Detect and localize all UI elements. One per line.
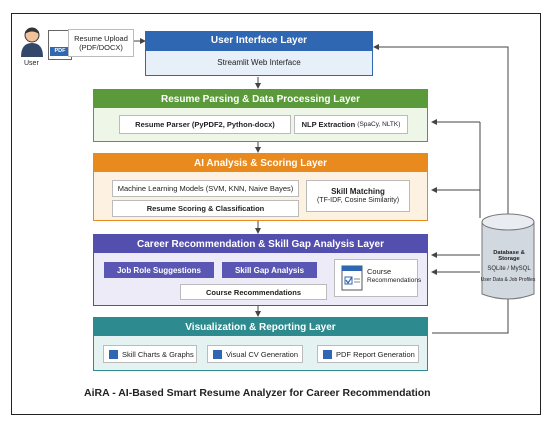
feedback-line (432, 46, 509, 334)
ui-layer-header: User Interface Layer (145, 31, 373, 50)
career-layer-header: Career Recommendation & Skill Gap Analys… (94, 235, 427, 253)
database-node: Database & Storage SQLite / MySQL User D… (480, 212, 536, 302)
skill-matching-box: Skill Matching (TF-IDF, Cosine Similarit… (306, 180, 410, 212)
user-avatar (20, 26, 44, 58)
viz-layer-header: Visualization & Reporting Layer (94, 318, 427, 336)
visual-cv-label: Visual CV Generation (226, 349, 298, 359)
course-recommendations-box: Course Recommendations (180, 284, 327, 300)
pdf-report-label: PDF Report Generation (336, 349, 415, 359)
chart-icon (109, 349, 118, 359)
database-sub2: User Data & Job Profiles (480, 277, 536, 283)
job-role-suggestions: Job Role Suggestions (104, 262, 214, 278)
skill-charts-label: Skill Charts & Graphs (122, 349, 194, 359)
pdf-report-box: PDF Report Generation (317, 345, 419, 363)
course-card: Course Recommendations (334, 259, 422, 297)
database-title: Database & Storage (493, 250, 525, 262)
play-icon (213, 349, 222, 359)
resume-parser-box: Resume Parser (PyPDF2, Python-docx) (119, 115, 291, 134)
ml-models-box: Machine Learning Models (SVM, KNN, Naive… (112, 180, 299, 197)
user-icon (21, 27, 43, 57)
course-card-sub: Recommendations (367, 277, 422, 284)
ui-layer-body: Streamlit Web Interface (145, 50, 373, 76)
report-icon (323, 349, 332, 359)
skill-charts-box: Skill Charts & Graphs (103, 345, 197, 363)
ai-layer: AI Analysis & Scoring Layer Machine Lear… (93, 153, 428, 221)
parsing-layer: Resume Parsing & Data Processing Layer R… (93, 89, 428, 142)
skill-gap-analysis: Skill Gap Analysis (222, 262, 317, 278)
visual-cv-box: Visual CV Generation (207, 345, 303, 363)
nlp-extraction-box: NLP Extraction (SpaCy, NLTK) (294, 115, 408, 134)
user-label: User (24, 60, 39, 67)
ai-layer-header: AI Analysis & Scoring Layer (94, 154, 427, 172)
course-icon (341, 265, 363, 291)
career-layer: Career Recommendation & Skill Gap Analys… (93, 234, 428, 306)
database-sub1: SQLite / MySQL (487, 266, 531, 272)
skill-matching-title: Skill Matching (331, 187, 385, 196)
resume-upload-box: Resume Upload (PDF/DOCX) (68, 29, 134, 57)
nlp-extraction-label: NLP Extraction (301, 120, 356, 129)
diagram-title: AiRA - AI-Based Smart Resume Analyzer fo… (84, 387, 431, 399)
database-icon (481, 213, 535, 300)
course-card-title: Course (367, 267, 392, 276)
nlp-extraction-tools: (SpaCy, NLTK) (357, 120, 401, 128)
pdf-icon-label: PDF (50, 47, 70, 56)
scoring-box: Resume Scoring & Classification (112, 200, 299, 217)
parsing-layer-header: Resume Parsing & Data Processing Layer (94, 90, 427, 108)
skill-matching-sub: (TF-IDF, Cosine Similarity) (316, 196, 400, 204)
viz-layer: Visualization & Reporting Layer Skill Ch… (93, 317, 428, 371)
